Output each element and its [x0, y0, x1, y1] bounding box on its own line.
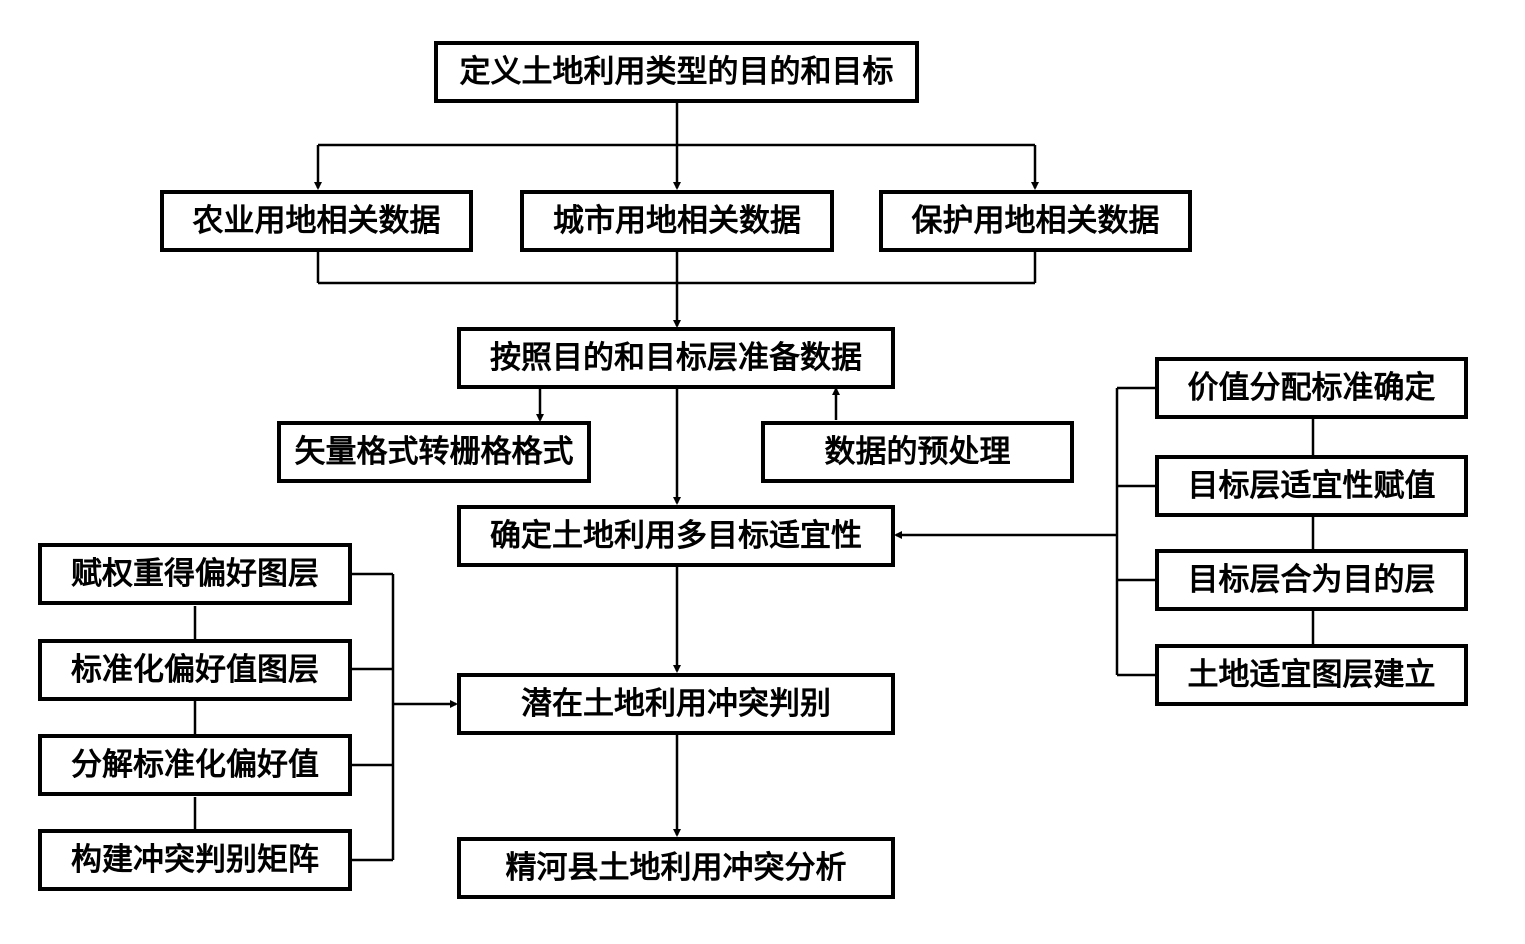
node-define-goal: 定义土地利用类型的目的和目标	[434, 41, 919, 103]
node-preprocess: 数据的预处理	[761, 421, 1074, 483]
node-suitability: 确定土地利用多目标适宜性	[457, 505, 895, 567]
node-vector-to-raster: 矢量格式转栅格格式	[277, 421, 591, 483]
node-build-layer: 土地适宜图层建立	[1155, 644, 1468, 706]
node-normalize-layer: 标准化偏好值图层	[38, 639, 352, 701]
node-conflict-analysis: 精河县土地利用冲突分析	[457, 837, 895, 899]
node-urban-data: 城市用地相关数据	[520, 190, 834, 252]
node-protect-data: 保护用地相关数据	[879, 190, 1192, 252]
node-decompose: 分解标准化偏好值	[38, 734, 352, 796]
node-value-standard: 价值分配标准确定	[1155, 357, 1468, 419]
node-conflict-identify: 潜在土地利用冲突判别	[457, 673, 895, 735]
node-prepare-data: 按照目的和目标层准备数据	[457, 327, 895, 389]
node-merge-layer: 目标层合为目的层	[1155, 549, 1468, 611]
node-weight-layer: 赋权重得偏好图层	[38, 543, 352, 605]
node-conflict-matrix: 构建冲突判别矩阵	[38, 829, 352, 891]
node-assign-suitability: 目标层适宜性赋值	[1155, 455, 1468, 517]
node-agri-data: 农业用地相关数据	[160, 190, 473, 252]
